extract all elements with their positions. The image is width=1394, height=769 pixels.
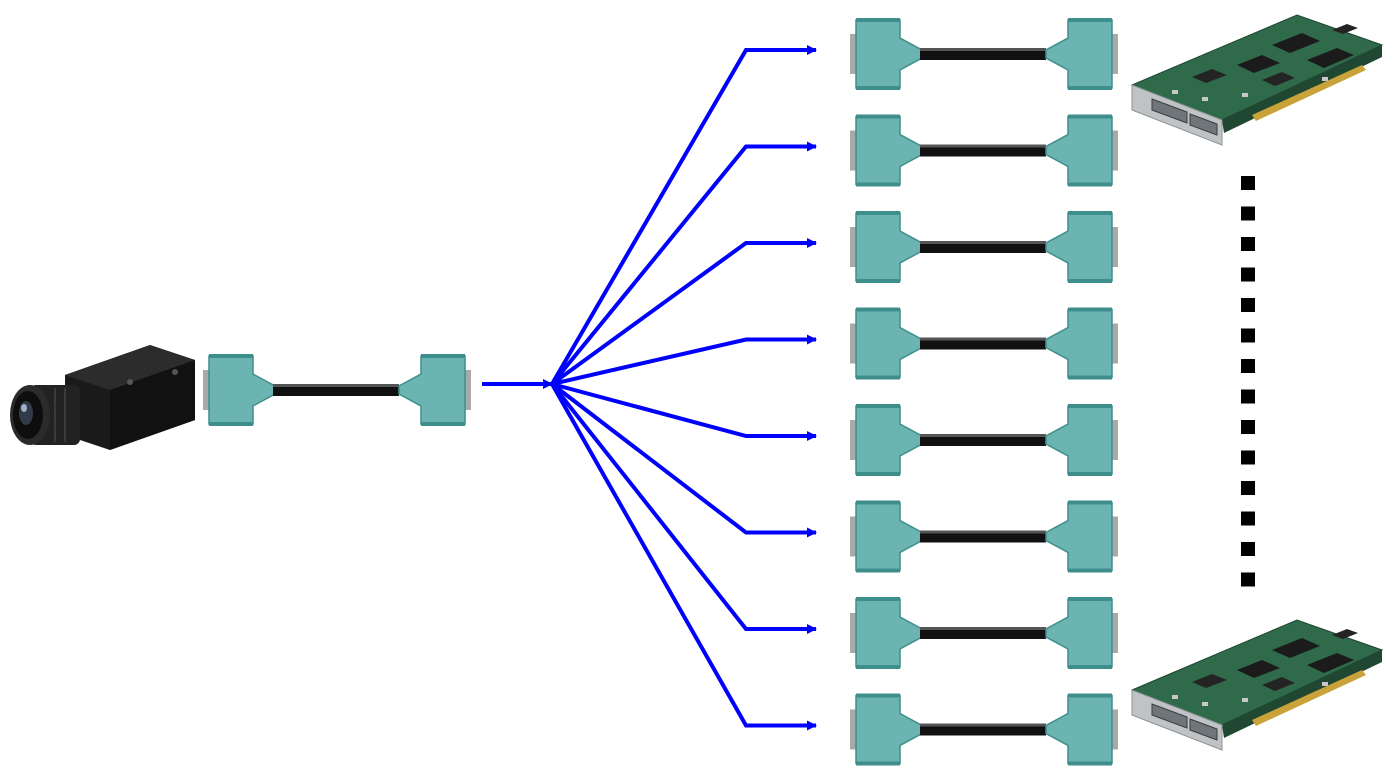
fanout-arrow-8 bbox=[550, 383, 817, 731]
ellipsis-dot bbox=[1241, 206, 1255, 221]
ellipsis-dot bbox=[1241, 572, 1255, 587]
input-cable-icon bbox=[203, 354, 471, 426]
ellipsis-dot bbox=[1241, 237, 1255, 251]
fanout-arrow-3 bbox=[550, 238, 817, 386]
output-cable-icon-5 bbox=[850, 404, 1118, 476]
ellipsis-dot bbox=[1241, 481, 1255, 495]
output-cables bbox=[850, 18, 1118, 766]
ellipsis-dot bbox=[1241, 359, 1255, 373]
frame-grabber-card-icon bbox=[1131, 14, 1383, 146]
fanout-arrow-2 bbox=[550, 141, 817, 386]
fanout-arrow-7 bbox=[550, 382, 817, 634]
ellipsis-dot bbox=[1241, 450, 1255, 465]
output-cable-icon-6 bbox=[850, 501, 1118, 573]
output-cable-icon-4 bbox=[850, 308, 1118, 380]
ellipsis-dot bbox=[1241, 298, 1255, 312]
vertical-dotted-ellipsis-icon bbox=[1241, 176, 1255, 587]
ellipsis-dot bbox=[1241, 542, 1255, 556]
ellipsis-dot bbox=[1241, 420, 1255, 434]
camera-icon bbox=[10, 345, 195, 450]
fanout-arrow-4 bbox=[551, 334, 817, 386]
output-cable-icon-8 bbox=[850, 694, 1118, 766]
output-cable-icon-2 bbox=[850, 115, 1118, 187]
output-cable-icon-7 bbox=[850, 597, 1118, 669]
ellipsis-dot bbox=[1241, 328, 1255, 343]
fanout-arrow-6 bbox=[550, 382, 817, 538]
fanout-arrows bbox=[550, 45, 817, 731]
fanout-arrow-1 bbox=[550, 45, 817, 386]
output-cable-icon-3 bbox=[850, 211, 1118, 283]
ellipsis-dot bbox=[1241, 267, 1255, 282]
ellipsis-dot bbox=[1241, 511, 1255, 526]
fanout-arrow-5 bbox=[551, 382, 817, 441]
ellipsis-dot bbox=[1241, 176, 1255, 190]
ellipsis-dot bbox=[1241, 389, 1255, 404]
output-cable-icon-1 bbox=[850, 18, 1118, 90]
frame-grabber-card-icon bbox=[1131, 619, 1383, 751]
